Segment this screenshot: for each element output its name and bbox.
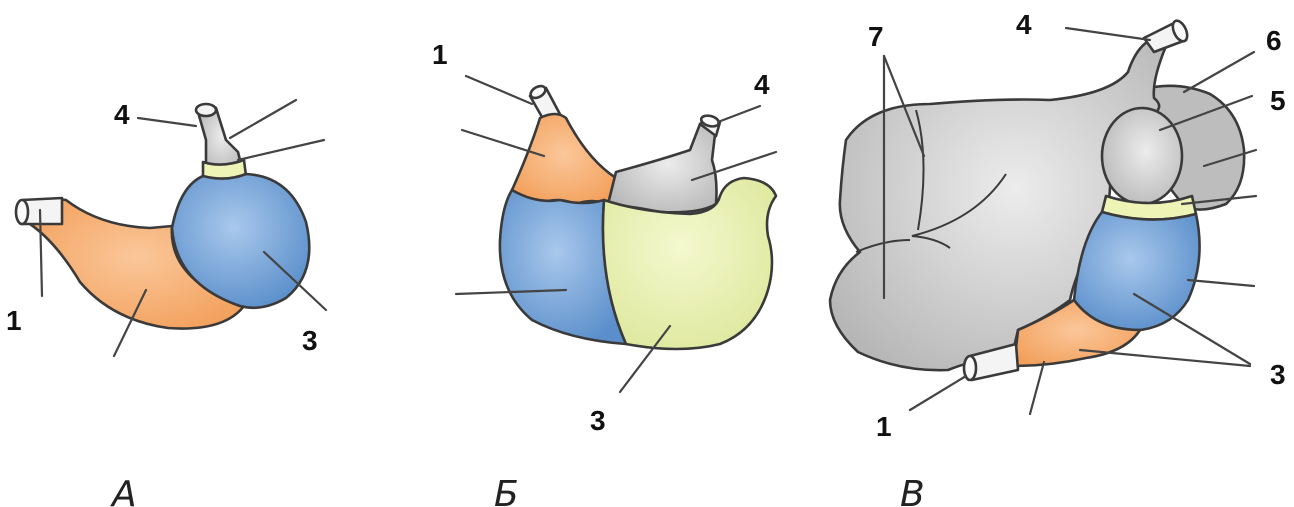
panel-a-caption: А <box>110 474 137 507</box>
panel-v-label-3: 3 <box>1270 359 1286 390</box>
panel-a-label-3: 3 <box>302 325 318 356</box>
panel-v-label-1: 1 <box>876 411 892 442</box>
panel-b-gray-section <box>608 124 717 212</box>
panel-b-orange-section <box>512 114 616 204</box>
panel-v-label-7: 7 <box>868 21 884 52</box>
panel-v-label-5: 5 <box>1270 85 1286 116</box>
panel-v-caption: В <box>900 474 925 507</box>
panel-a-label-1: 1 <box>6 305 22 336</box>
panel-v-tube-4 <box>1144 18 1190 52</box>
panel-b-label-4: 4 <box>754 69 770 100</box>
panel-v-omasum <box>1102 108 1182 204</box>
panel-v: 7 4 6 5 3 1 В <box>830 9 1286 507</box>
panel-b-label-3: 3 <box>590 405 606 436</box>
panel-b-caption: Б <box>494 474 519 507</box>
panel-b-label-1: 1 <box>432 39 448 70</box>
panel-v-blue-section <box>1074 212 1200 330</box>
panel-a-esophagus <box>196 104 242 170</box>
panel-a: 4 1 3 А <box>6 99 326 507</box>
panel-v-label-4: 4 <box>1016 9 1032 40</box>
panel-a-label-4: 4 <box>114 99 130 130</box>
panel-v-label-6: 6 <box>1266 25 1282 56</box>
panel-b: 1 4 3 Б <box>432 39 776 507</box>
